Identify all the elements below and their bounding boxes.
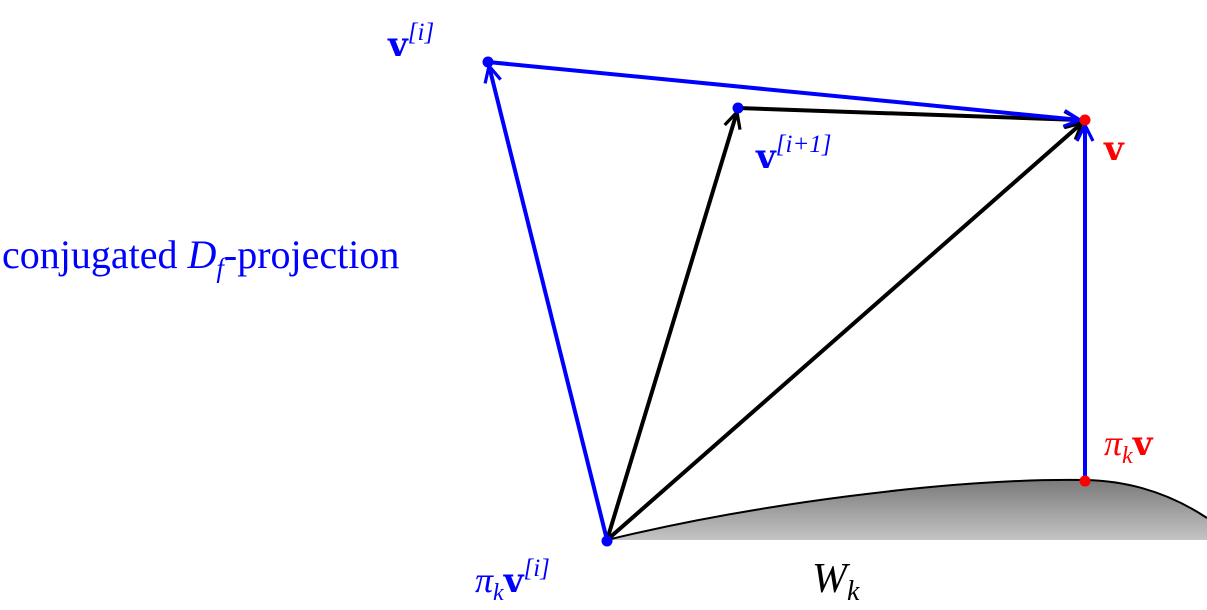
region-boundary: [606, 478, 1207, 541]
label-vi: v[i]: [387, 19, 434, 65]
label-projection: conjugated Df-projection: [2, 232, 399, 283]
label-vi1: v[i+1]: [755, 131, 832, 177]
label-region: Wk: [812, 556, 860, 607]
point-vi: [482, 56, 494, 68]
point-v: [1079, 114, 1091, 126]
arrow-pivi-to-vi1: [605, 112, 737, 541]
label-pivi: πkv[i]: [475, 555, 550, 606]
arrow-vi-to-v: [487, 60, 1080, 120]
arrow-pivi-to-v: [605, 123, 1082, 542]
arrow-pivi-to-vi: [489, 66, 609, 541]
region-wk: [607, 479, 1207, 540]
point-piv: [1079, 475, 1091, 487]
point-vi1: [732, 102, 744, 114]
label-v: v: [1103, 129, 1125, 169]
point-pivi: [601, 535, 613, 547]
label-piv: πkv: [1104, 423, 1154, 469]
arrow-vi1-to-v: [737, 106, 1080, 120]
